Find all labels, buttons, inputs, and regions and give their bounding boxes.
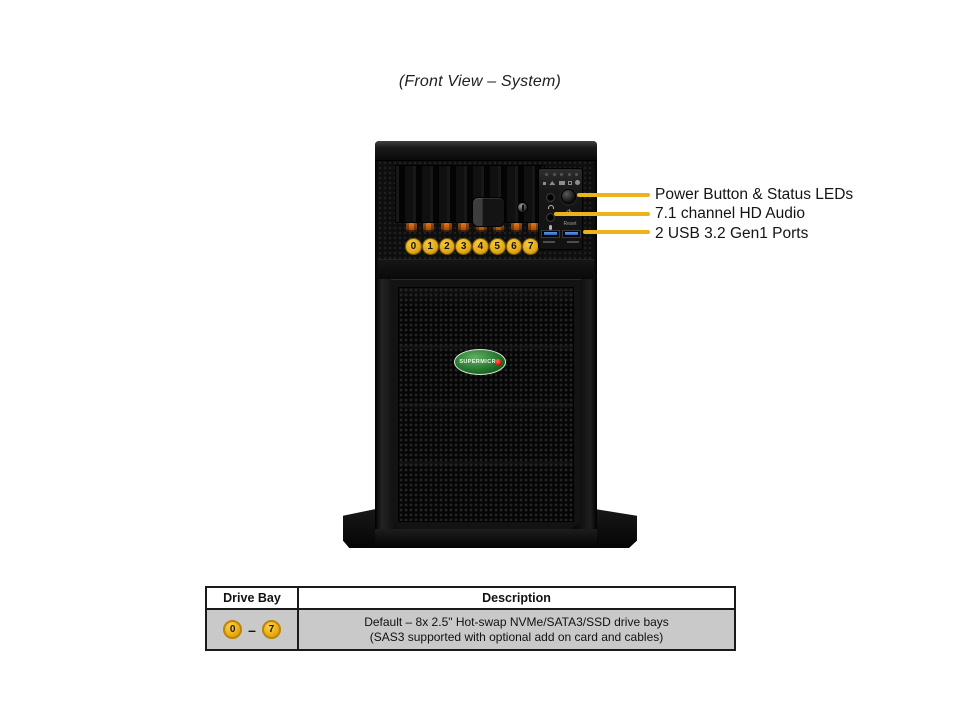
callout-label-usb: 2 USB 3.2 Gen1 Ports bbox=[655, 225, 809, 242]
server-tower: 0 1 2 3 4 5 6 7 Reset bbox=[375, 141, 597, 548]
bay-number-row: 0 1 2 3 4 5 6 7 bbox=[405, 238, 539, 256]
table-description-line2: (SAS3 supported with optional add on car… bbox=[369, 629, 664, 644]
bay-number-badge: 5 bbox=[488, 238, 506, 255]
logo-red-dot bbox=[495, 359, 502, 366]
status-led-icons bbox=[543, 180, 580, 185]
drive-latch bbox=[423, 223, 435, 232]
callout-label-audio: 7.1 channel HD Audio bbox=[655, 205, 805, 222]
table-header-row: Drive Bay Description bbox=[207, 588, 734, 610]
table-header-description: Description bbox=[482, 591, 551, 605]
usb-port bbox=[562, 230, 581, 238]
page-title: (Front View – System) bbox=[398, 73, 562, 90]
bay-number-badge: 0 bbox=[405, 238, 422, 255]
bay-range-dash: – bbox=[248, 621, 256, 638]
drive-latch bbox=[458, 223, 470, 232]
bay-number-badge: 3 bbox=[455, 238, 472, 255]
logo-text: SUPERMICRO bbox=[459, 359, 501, 365]
top-cap bbox=[375, 141, 597, 161]
power-button bbox=[561, 189, 576, 204]
usb-port-labels bbox=[543, 241, 579, 243]
bay-number-badge: 4 bbox=[472, 238, 489, 255]
callout-line-audio bbox=[554, 212, 650, 216]
bay-number-badge: 1 bbox=[421, 238, 439, 255]
front-control-panel: Reset bbox=[538, 168, 583, 250]
bezel-handle bbox=[472, 197, 505, 227]
mic-icon bbox=[549, 225, 552, 230]
usb-port bbox=[541, 230, 560, 238]
drive-latch bbox=[510, 223, 522, 232]
drive-latch bbox=[493, 223, 505, 232]
status-led-dots bbox=[545, 173, 578, 176]
table-description-line1: Default – 8x 2.5" Hot-swap NVMe/SATA3/SS… bbox=[364, 614, 669, 629]
bay-range-end-badge: 7 bbox=[261, 620, 281, 639]
drive-tray-slots bbox=[395, 165, 545, 223]
supermicro-logo: SUPERMICRO bbox=[454, 349, 506, 375]
callout-line-usb bbox=[583, 230, 650, 234]
table-header-drive-bay: Drive Bay bbox=[207, 588, 299, 608]
callout-label-power: Power Button & Status LEDs bbox=[655, 186, 854, 203]
description-cell: Default – 8x 2.5" Hot-swap NVMe/SATA3/SS… bbox=[299, 610, 734, 649]
bezel-divider bbox=[378, 259, 594, 279]
drive-latch bbox=[406, 223, 417, 232]
usb-port-row bbox=[541, 230, 581, 238]
bay-number-badge: 7 bbox=[522, 238, 539, 255]
chassis-base bbox=[375, 529, 597, 548]
bay-range-cell: 0 – 7 bbox=[207, 610, 299, 649]
reset-label: Reset bbox=[563, 221, 577, 227]
spec-table: Drive Bay Description 0 – 7 Default – 8x… bbox=[205, 586, 736, 651]
callout-line-power bbox=[577, 193, 650, 197]
mic-jack bbox=[546, 213, 555, 222]
bay-number-badge: 6 bbox=[505, 238, 523, 255]
front-grille bbox=[398, 287, 574, 522]
headphone-jack bbox=[546, 193, 555, 202]
front-grille-door bbox=[391, 279, 581, 529]
bay-number-badge: 2 bbox=[438, 238, 456, 255]
table-data-row: 0 – 7 Default – 8x 2.5" Hot-swap NVMe/SA… bbox=[207, 610, 734, 649]
drive-latch bbox=[475, 223, 487, 232]
headphone-icon bbox=[548, 205, 554, 209]
bay-range-start-badge: 0 bbox=[223, 620, 243, 639]
drive-latch bbox=[527, 223, 539, 232]
drive-latch bbox=[440, 223, 452, 232]
drive-latch-row bbox=[406, 223, 539, 232]
lock-icon bbox=[517, 202, 528, 213]
